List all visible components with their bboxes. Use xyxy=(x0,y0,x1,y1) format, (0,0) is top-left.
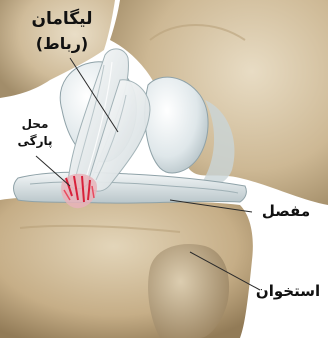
tear-label-line2: پارگی xyxy=(10,134,60,148)
ligament-label-line1: لیگامان xyxy=(22,9,102,29)
joint-label: مفصل xyxy=(250,202,322,220)
fibula-bone xyxy=(148,244,229,338)
tear-label-line1: محل xyxy=(10,117,60,131)
bone-label: استخوان xyxy=(252,282,324,300)
ligament-label-line2: (رباط) xyxy=(22,34,102,53)
